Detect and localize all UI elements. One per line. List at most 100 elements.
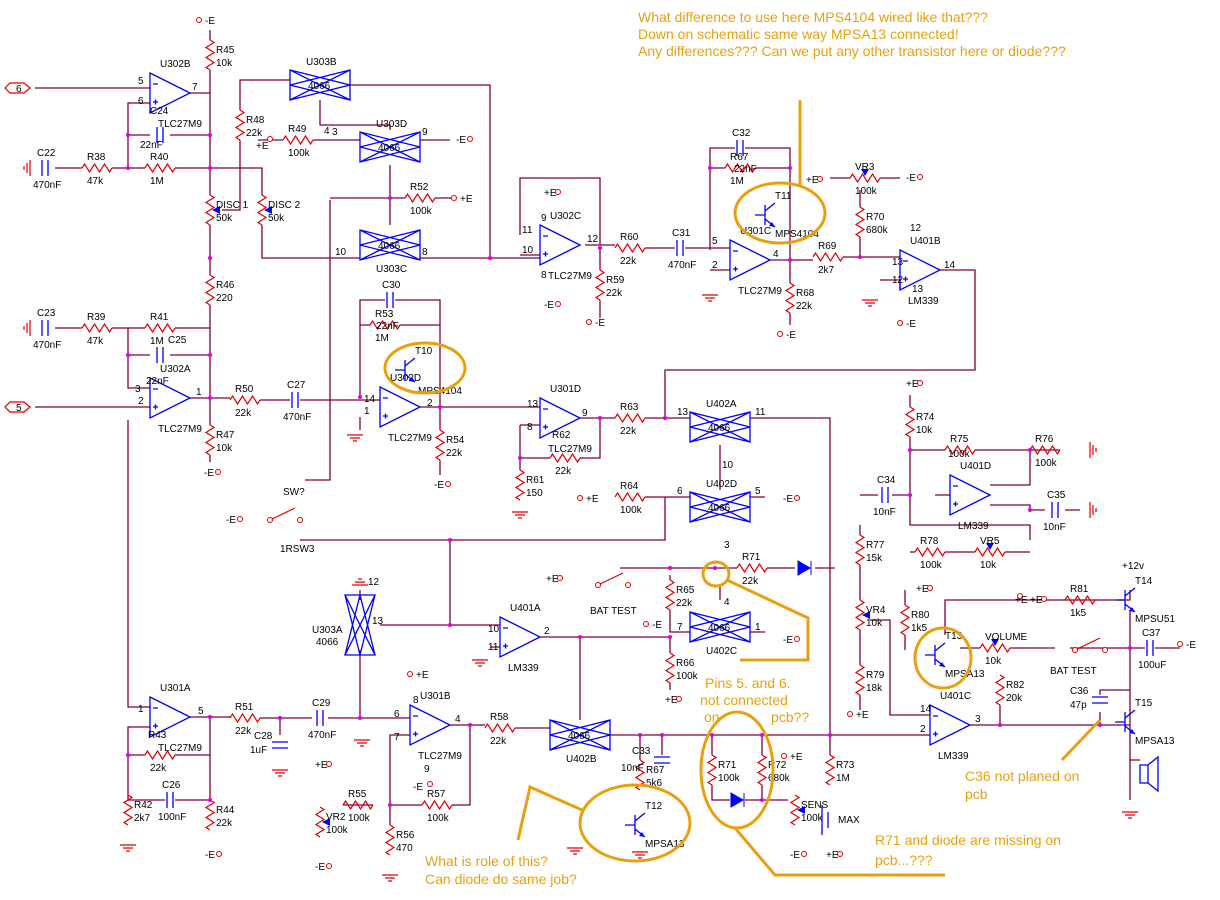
- supply-terminal-icon: [917, 380, 923, 386]
- resistor-symbol: [144, 162, 176, 174]
- capacitor-ref: C35: [1047, 490, 1066, 501]
- resistor-value: 2k7: [134, 813, 151, 824]
- supply-label: -E: [1186, 640, 1196, 651]
- pin-number: 7: [394, 732, 400, 743]
- resistor-value: 22k: [490, 736, 507, 747]
- switch-part: 4066: [708, 623, 731, 634]
- pin-number: 5: [755, 486, 761, 497]
- resistor-ref: R63: [620, 402, 639, 413]
- annotation-top-line: What difference to use here MPS4104 wire…: [638, 9, 988, 25]
- pointer-t12: [516, 784, 583, 841]
- capacitor-ref: C23: [37, 308, 56, 319]
- opamp-symbol: [949, 473, 992, 517]
- resistor-value: 150: [526, 488, 543, 499]
- resistor-symbol: [899, 604, 911, 636]
- switch-part: 4066: [316, 637, 339, 648]
- resistor-ref: R67: [730, 152, 749, 163]
- opamp-ref: U301D: [550, 384, 581, 395]
- resistor-ref: VR3: [855, 162, 875, 173]
- resistor-symbol: [204, 799, 216, 831]
- resistor-ref: R52: [410, 182, 429, 193]
- pin-number: 11: [488, 642, 499, 653]
- transistor-part: MPSA13: [1135, 736, 1175, 747]
- capacitor-value: 22nF: [140, 140, 163, 151]
- annotation-t12-line: What is role of this?: [425, 853, 548, 869]
- resistor-value: 220: [216, 293, 233, 304]
- supply-label: -E: [906, 173, 916, 184]
- resistor-value: 100k: [718, 773, 741, 784]
- resistor-ref: R77: [866, 540, 885, 551]
- resistor-ref: R80: [911, 610, 930, 621]
- supply-terminal-icon: [237, 516, 243, 522]
- resistor-ref: R68: [796, 288, 815, 299]
- capacitor-ref: C25: [168, 335, 187, 346]
- resistor-value: 22k: [216, 818, 233, 829]
- resistor-ref: R70: [866, 212, 885, 223]
- resistor-value: 22k: [246, 128, 263, 139]
- pin-number: 3: [724, 540, 730, 551]
- junction-node: [828, 733, 832, 737]
- transistor-symbol: [395, 357, 416, 383]
- switch-part: 4066: [308, 81, 331, 92]
- opamp-symbol: [149, 71, 192, 115]
- opamp-ref: U301C: [740, 226, 771, 237]
- opamp-ref: U302C: [550, 211, 581, 222]
- resistor-symbol: [854, 534, 866, 566]
- pin-number: 9: [541, 213, 547, 224]
- switch-contact-icon: [1102, 647, 1108, 653]
- ground-icon: [347, 434, 363, 442]
- wiper-arrow-icon: [264, 206, 272, 214]
- opamp-part: TLC27M9: [738, 286, 782, 297]
- junction-node: [1098, 723, 1102, 727]
- supply-label: -E: [790, 850, 800, 861]
- capacitor-symbol: [386, 292, 394, 308]
- capacitor-value: 47p: [1070, 700, 1087, 711]
- resistor-ref: R73: [836, 760, 855, 771]
- capacitor-ref: C29: [312, 698, 331, 709]
- supply-terminal-icon: [196, 17, 202, 23]
- resistor-ref: R60: [620, 232, 639, 243]
- opamp-symbol: [539, 396, 582, 440]
- resistor-symbol: [204, 194, 216, 226]
- switch-symbol: [359, 130, 421, 164]
- resistor-symbol: [369, 319, 401, 331]
- resistor-value: 22k: [150, 763, 167, 774]
- supply-label: +E: [665, 695, 678, 706]
- resistor-value: 100k: [348, 813, 371, 824]
- resistor-ref: VR2: [326, 812, 346, 823]
- resistor-symbol: [204, 424, 216, 456]
- switch-symbol: [289, 68, 351, 102]
- resistor-symbol: [664, 652, 676, 684]
- transistor-ref: T11: [775, 191, 792, 202]
- supply-terminal-icon: [801, 851, 807, 857]
- resistor-value: 22k: [620, 426, 637, 437]
- resistor-ref: R38: [87, 152, 106, 163]
- junction-node: [358, 716, 362, 720]
- resistor-ref: R81: [1070, 584, 1089, 595]
- supply-label: +E: [460, 194, 473, 205]
- pin-number: 14: [364, 394, 376, 405]
- opamp-symbol: [899, 248, 942, 292]
- emitter-arrow-icon: [409, 377, 415, 382]
- annotation-text: What difference to use here MPS4104 wire…: [425, 9, 1079, 887]
- supply-label: -E: [783, 494, 793, 505]
- capacitor-symbol: [156, 127, 164, 143]
- resistor-value: 47k: [87, 336, 104, 347]
- resistor-ref: R58: [490, 712, 509, 723]
- supply-terminal-icon: [577, 495, 583, 501]
